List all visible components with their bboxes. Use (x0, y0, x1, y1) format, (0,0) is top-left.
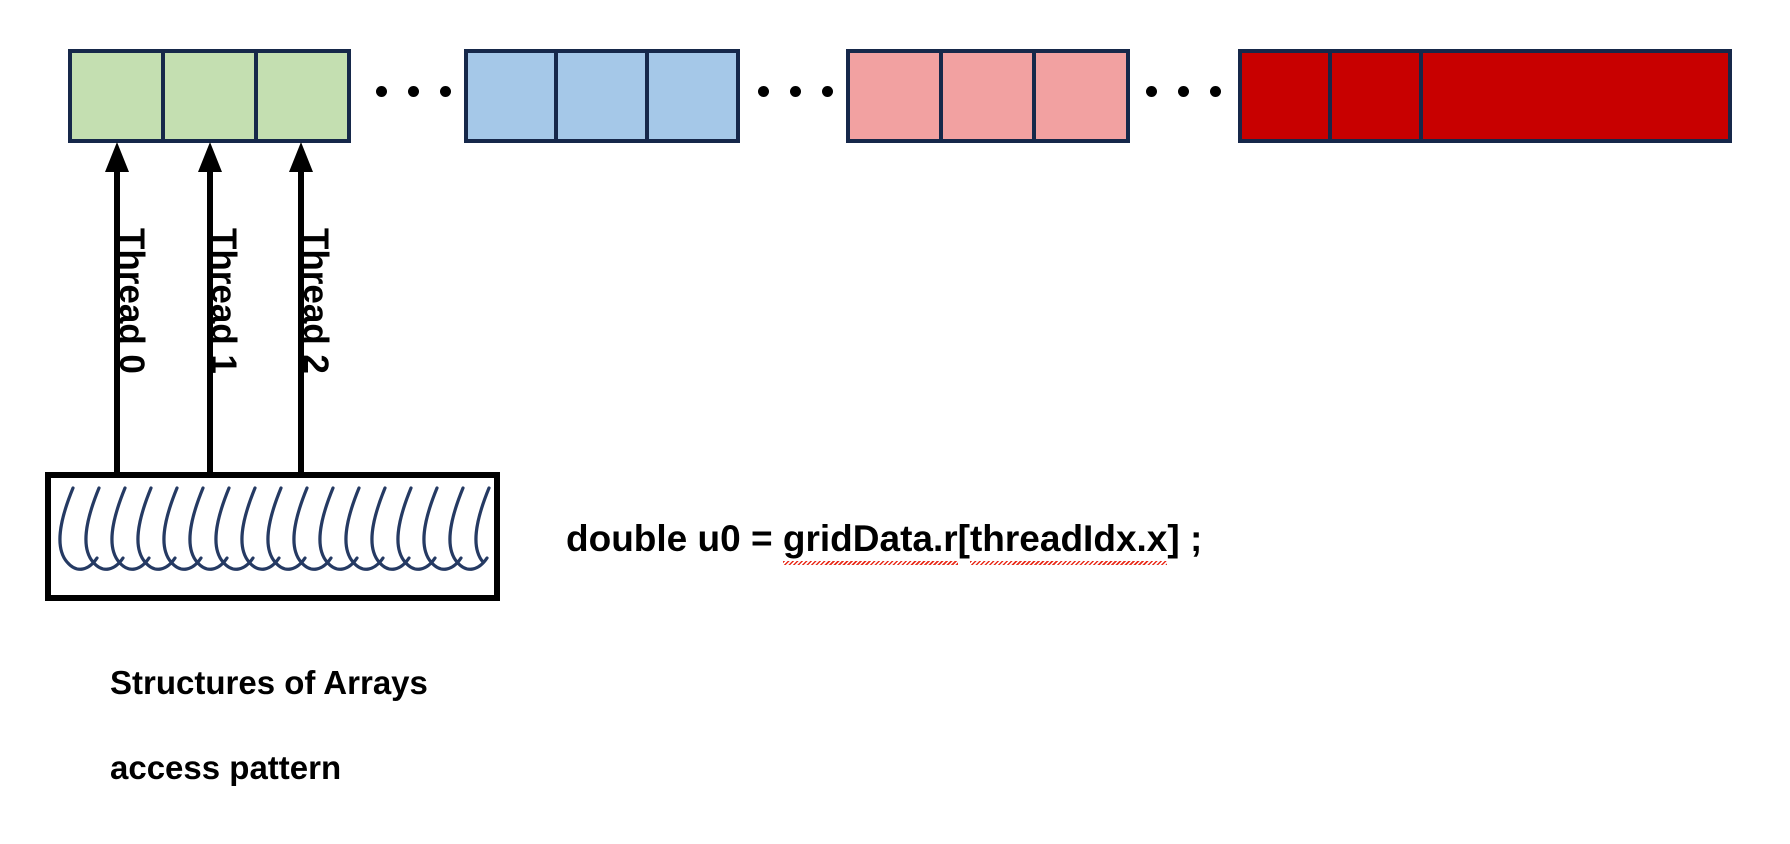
code-expr-griddata: gridData.r (782, 518, 958, 565)
memory-cell (558, 53, 649, 139)
memory-cell (165, 53, 258, 139)
code-snippet: double u0 = gridData.r[threadIdx.x] ; (566, 518, 1203, 565)
thread-label-1: Thread 1 (204, 228, 243, 374)
memory-block-pink (846, 49, 1130, 143)
thread-label-0: Thread 0 (112, 228, 151, 374)
ellipsis-dot (1210, 86, 1221, 97)
ellipsis-dot (822, 86, 833, 97)
memory-block-red (1238, 49, 1732, 143)
thread-arrow-2 (288, 142, 314, 541)
ellipsis-dot (440, 86, 451, 97)
caption-line-2: access pattern (110, 748, 342, 786)
code-suffix: ; (1179, 518, 1203, 559)
memory-cell (1036, 53, 1126, 139)
ellipsis-dot (1146, 86, 1157, 97)
thread-arrow-0 (104, 142, 130, 541)
access-pattern-caption: Structures of Arrays access pattern (110, 620, 428, 831)
memory-block-green (68, 49, 351, 143)
memory-block-blue (464, 49, 740, 143)
code-expr-threadidx: threadIdx.x (969, 518, 1168, 565)
memory-cell (1242, 53, 1332, 139)
memory-cell (1423, 53, 1728, 139)
soa-access-pattern-box (45, 472, 500, 601)
thread-label-2: Thread 2 (296, 228, 335, 374)
memory-cell (943, 53, 1036, 139)
ellipsis-dot (758, 86, 769, 97)
code-bracket-close: ] (1167, 518, 1180, 559)
memory-cell (850, 53, 943, 139)
ellipsis-dot (790, 86, 801, 97)
zigzag-wave-icon (58, 486, 491, 571)
memory-cell (258, 53, 347, 139)
ellipsis-3 (1146, 86, 1253, 97)
ellipsis-dot (408, 86, 419, 97)
memory-cell (72, 53, 165, 139)
code-prefix: double u0 = (566, 518, 783, 559)
memory-cell (468, 53, 558, 139)
code-bracket-open: [ (957, 518, 970, 559)
ellipsis-dot (376, 86, 387, 97)
ellipsis-dot (1178, 86, 1189, 97)
caption-line-1: Structures of Arrays (110, 664, 428, 702)
memory-cell (649, 53, 736, 139)
thread-arrow-1 (197, 142, 223, 541)
memory-cell (1332, 53, 1423, 139)
